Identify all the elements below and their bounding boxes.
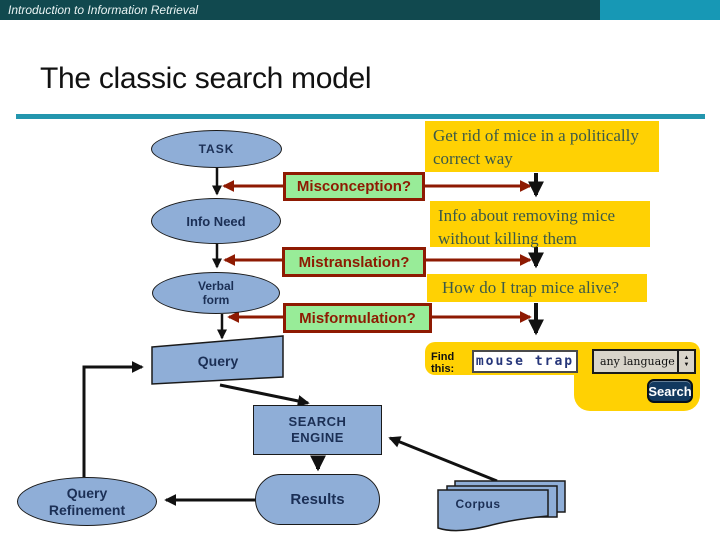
header-accent-block [600, 0, 720, 20]
dropdown-spinner[interactable]: ▲ ▼ [677, 351, 694, 372]
language-dropdown[interactable]: any language ▲ ▼ [592, 349, 696, 374]
node-verbal-form-label: Verbal form [197, 279, 235, 307]
query-node-shape [151, 335, 284, 385]
node-info-need: Info Need [151, 198, 281, 244]
language-dropdown-value: any language [600, 355, 675, 368]
search-button[interactable]: Search [647, 379, 693, 403]
node-results-label: Results [290, 491, 345, 508]
node-task-label: TASK [198, 142, 235, 156]
node-search-engine: SEARCH ENGINE [253, 405, 382, 455]
spinner-down-icon[interactable]: ▼ [683, 361, 690, 368]
node-corpus-label: Corpus [455, 497, 501, 511]
node-query-label: Query [197, 353, 239, 369]
node-info-need-label: Info Need [186, 213, 246, 229]
page-title: The classic search model [40, 62, 372, 95]
example-verbal-form: How do I trap mice alive? [427, 274, 647, 302]
node-results: Results [255, 474, 380, 525]
find-this-label: Find this: [431, 351, 455, 375]
title-rule [16, 114, 705, 119]
node-search-engine-label: SEARCH ENGINE [288, 414, 347, 445]
problem-misformulation: Misformulation? [283, 303, 432, 333]
course-title: Introduction to Information Retrieval [8, 3, 199, 17]
arrow-query-searchengine [219, 383, 310, 407]
arrow-corpus-searchengine [388, 436, 498, 483]
header-bar [0, 0, 720, 20]
search-input[interactable] [472, 350, 578, 373]
example-task: Get rid of mice in a politically correct… [425, 121, 659, 172]
node-verbal-form: Verbal form [152, 272, 280, 314]
example-info-need: Info about removing mice without killing… [430, 201, 650, 248]
problem-misconception: Misconception? [283, 172, 425, 201]
spinner-up-icon[interactable]: ▲ [683, 354, 690, 361]
arrow-refinement-query [82, 361, 144, 477]
node-query-refinement: Query Refinement [17, 477, 157, 526]
node-task: TASK [151, 130, 282, 168]
node-query-refinement-label: Query Refinement [48, 484, 126, 518]
problem-mistranslation: Mistranslation? [282, 247, 426, 277]
corpus-stack [437, 480, 566, 532]
